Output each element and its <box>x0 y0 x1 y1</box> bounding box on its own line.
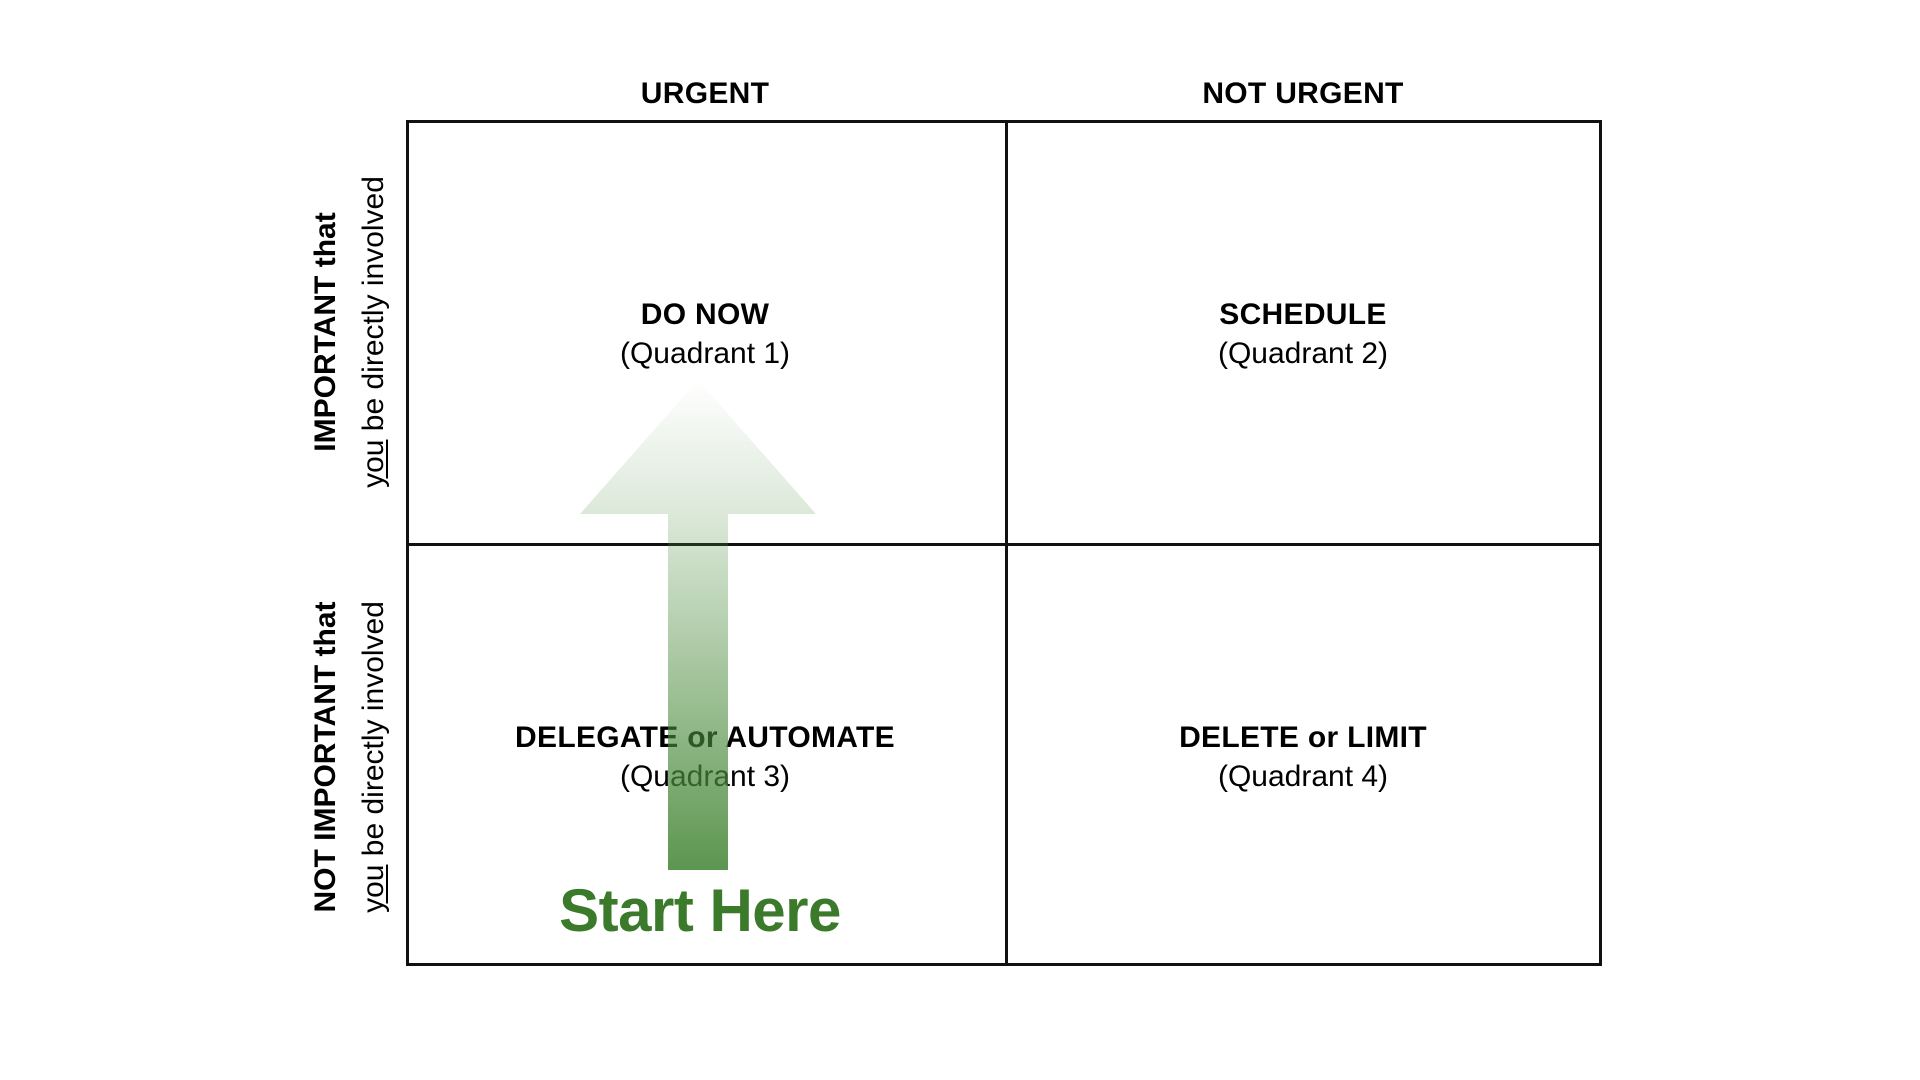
row-header-not-important-line1: NOT IMPORTANT that <box>309 601 342 913</box>
row-header-important-line1: IMPORTANT that <box>309 212 342 452</box>
quadrant-schedule: SCHEDULE (Quadrant 2) <box>1004 295 1602 373</box>
row-header-important: IMPORTANT that you be directly involved <box>302 121 402 543</box>
quadrant-delegate: DELEGATE or AUTOMATE (Quadrant 3) <box>406 718 1004 796</box>
row-header-important-you: you <box>357 439 390 488</box>
start-here-label: Start Here <box>559 877 841 944</box>
quadrant-title: DELETE or LIMIT <box>1179 721 1427 754</box>
quadrant-title: DO NOW <box>640 298 770 331</box>
column-header-urgent: URGENT <box>640 77 770 110</box>
quadrant-subtitle: (Quadrant 1) <box>619 337 791 370</box>
row-header-not-important: NOT IMPORTANT that you be directly invol… <box>302 546 402 968</box>
grid-horizontal-divider <box>409 543 1599 546</box>
column-header-not-urgent: NOT URGENT <box>1202 77 1404 110</box>
quadrant-title: DELEGATE or AUTOMATE <box>515 721 895 754</box>
quadrant-subtitle: (Quadrant 2) <box>1217 337 1389 370</box>
row-header-not-important-you: you <box>357 864 390 913</box>
quadrant-subtitle: (Quadrant 3) <box>619 760 791 793</box>
quadrant-delete: DELETE or LIMIT (Quadrant 4) <box>1004 718 1602 796</box>
quadrant-do-now: DO NOW (Quadrant 1) <box>406 295 1004 373</box>
row-header-not-important-line2: be directly involved <box>357 601 390 865</box>
quadrant-subtitle: (Quadrant 4) <box>1217 760 1389 793</box>
row-header-important-line2: be directly involved <box>357 176 390 440</box>
matrix-grid <box>406 120 1602 966</box>
quadrant-title: SCHEDULE <box>1219 298 1387 331</box>
